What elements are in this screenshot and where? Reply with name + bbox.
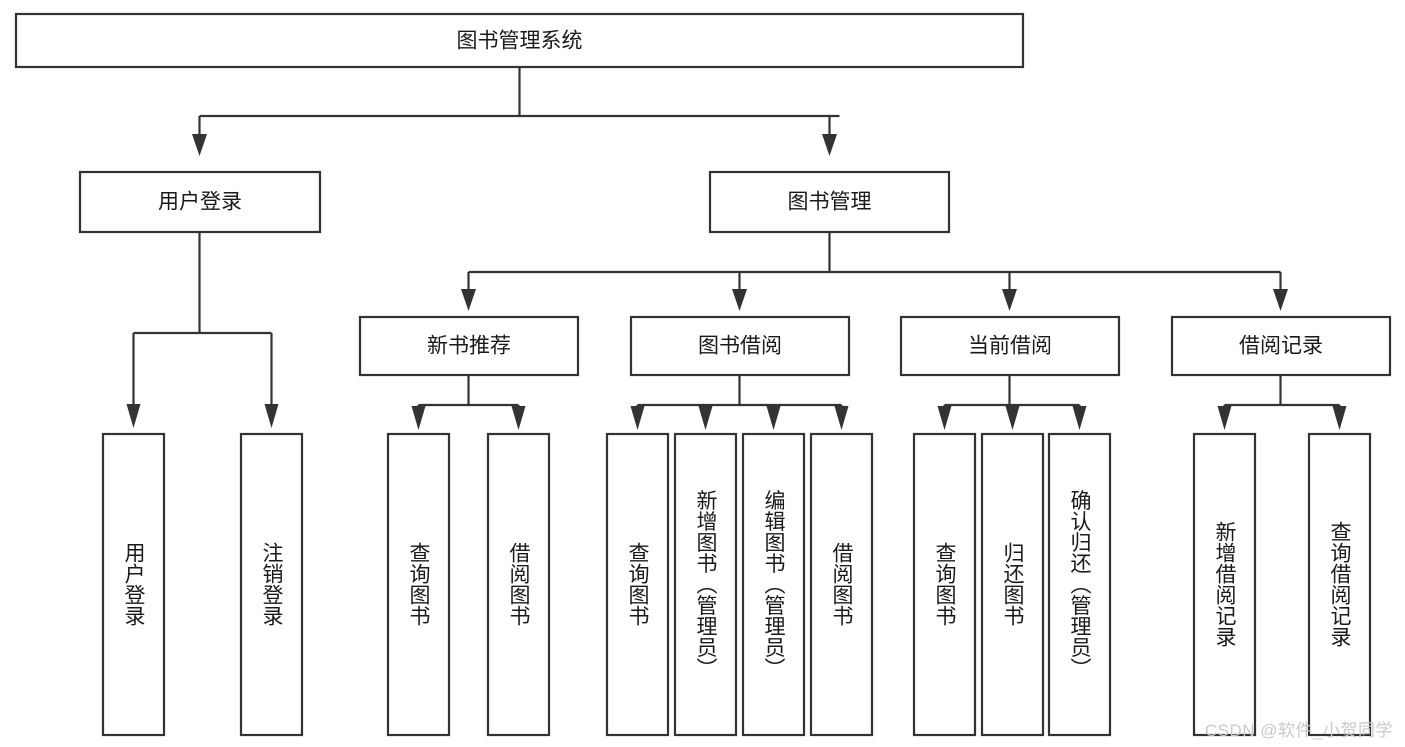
node-current-borrow[interactable]: 当前借阅 (899, 315, 1121, 377)
node-current-borrow-box[interactable] (899, 315, 1121, 377)
node-leaf-query-book-3[interactable]: 查询图书 (912, 432, 977, 737)
node-leaf-query-book-2-label: 查询图书 (626, 542, 650, 626)
node-root-box[interactable] (14, 12, 1025, 69)
arrow-head-user-login (192, 134, 207, 156)
node-user-login-box[interactable] (78, 170, 322, 234)
arrow-head-leaf-query-book-3 (937, 406, 952, 430)
arrow-head-leaf-query-book-1 (411, 406, 426, 430)
node-leaf-return-book[interactable]: 归还图书 (980, 432, 1045, 737)
node-leaf-user-logout-label: 注销登录 (260, 542, 284, 626)
arrow-head-leaf-add-book (698, 406, 713, 430)
node-leaf-query-book-3-box[interactable] (912, 432, 977, 737)
node-leaf-borrow-book-2-label: 借阅图书 (830, 542, 854, 626)
node-borrow-record[interactable]: 借阅记录 (1170, 315, 1392, 377)
connector-group-root (192, 67, 840, 156)
node-leaf-add-book-label: 新增图书（管理员） (694, 490, 718, 679)
arrow-head-leaf-user-login (126, 404, 141, 428)
node-leaf-query-book-1-label: 查询图书 (407, 542, 431, 626)
node-leaf-query-record[interactable]: 查询借阅记录 (1307, 432, 1372, 737)
connector-group-current-borrow (937, 375, 1087, 430)
node-new-book-recommend-label: 新书推荐 (427, 335, 511, 358)
node-book-borrow-label: 图书借阅 (698, 335, 782, 358)
node-leaf-edit-book[interactable]: 编辑图书（管理员） (741, 432, 806, 737)
node-book-borrow[interactable]: 图书借阅 (629, 315, 851, 377)
node-leaf-query-book-1-box[interactable] (386, 432, 451, 737)
node-book-borrow-box[interactable] (629, 315, 851, 377)
arrow-head-leaf-query-book-2 (630, 406, 645, 430)
node-leaf-query-book-2[interactable]: 查询图书 (605, 432, 670, 737)
node-leaf-confirm-return-label: 确认归还（管理员） (1068, 490, 1092, 679)
node-leaf-borrow-book-2-box[interactable] (809, 432, 874, 737)
arrow-head-leaf-query-record (1332, 406, 1347, 430)
node-current-borrow-label: 当前借阅 (968, 335, 1052, 358)
node-user-login-label: 用户登录 (158, 191, 242, 214)
node-leaf-edit-book-label: 编辑图书（管理员） (762, 490, 786, 679)
node-leaf-query-book-1[interactable]: 查询图书 (386, 432, 451, 737)
node-leaf-add-record-box[interactable] (1192, 432, 1257, 737)
node-book-manage-label: 图书管理 (788, 191, 872, 214)
node-borrow-record-label: 借阅记录 (1239, 335, 1323, 358)
node-book-manage-box[interactable] (708, 170, 951, 234)
node-leaf-borrow-book-2[interactable]: 借阅图书 (809, 432, 874, 737)
node-book-manage[interactable]: 图书管理 (708, 170, 951, 234)
node-leaf-query-book-2-box[interactable] (605, 432, 670, 737)
node-leaf-borrow-book-1[interactable]: 借阅图书 (486, 432, 551, 737)
arrow-head-leaf-user-logout (264, 404, 279, 428)
node-root-label: 图书管理系统 (457, 30, 583, 53)
arrow-head-leaf-add-record (1217, 406, 1232, 430)
connector-group-new-book-recommend (411, 375, 526, 430)
connector-group-book-manage (461, 232, 1288, 311)
arrow-head-book-manage (822, 134, 837, 156)
node-leaf-add-record-label: 新增借阅记录 (1213, 521, 1237, 647)
node-new-book-recommend-box[interactable] (358, 315, 580, 377)
arrow-head-leaf-borrow-book-1 (511, 406, 526, 430)
node-new-book-recommend[interactable]: 新书推荐 (358, 315, 580, 377)
node-leaf-confirm-return[interactable]: 确认归还（管理员） (1047, 432, 1112, 737)
arrow-head-leaf-confirm-return (1072, 406, 1087, 430)
node-root[interactable]: 图书管理系统 (14, 12, 1025, 69)
arrow-head-book-borrow (732, 289, 747, 311)
arrow-head-new-book-recommend (461, 289, 476, 311)
node-leaf-add-record[interactable]: 新增借阅记录 (1192, 432, 1257, 737)
arrow-head-leaf-edit-book (766, 406, 781, 430)
node-leaf-borrow-book-1-box[interactable] (486, 432, 551, 737)
node-leaf-add-book-box[interactable] (673, 432, 738, 737)
node-leaf-user-logout[interactable]: 注销登录 (239, 432, 304, 737)
node-leaf-return-book-label: 归还图书 (1001, 542, 1025, 626)
connector-group-borrow-record (1217, 375, 1347, 430)
node-borrow-record-box[interactable] (1170, 315, 1392, 377)
node-leaf-query-record-label: 查询借阅记录 (1328, 521, 1352, 647)
node-leaf-confirm-return-box[interactable] (1047, 432, 1112, 737)
node-leaf-user-login-label: 用户登录 (122, 542, 146, 626)
node-leaf-query-book-3-label: 查询图书 (933, 542, 957, 626)
node-leaf-user-login-box[interactable] (101, 432, 166, 737)
arrow-head-leaf-return-book (1005, 406, 1020, 430)
arrow-head-leaf-borrow-book-2 (834, 406, 849, 430)
node-user-login[interactable]: 用户登录 (78, 170, 322, 234)
node-leaf-user-login[interactable]: 用户登录 (101, 432, 166, 737)
node-leaf-user-logout-box[interactable] (239, 432, 304, 737)
connector-group-book-borrow (630, 375, 849, 430)
node-leaf-edit-book-box[interactable] (741, 432, 806, 737)
node-leaf-query-record-box[interactable] (1307, 432, 1372, 737)
arrow-head-borrow-record (1273, 289, 1288, 311)
node-leaf-borrow-book-1-label: 借阅图书 (507, 542, 531, 626)
node-leaf-add-book[interactable]: 新增图书（管理员） (673, 432, 738, 737)
node-leaf-return-book-box[interactable] (980, 432, 1045, 737)
connector-group-user-login (126, 232, 279, 428)
arrow-head-current-borrow (1002, 289, 1017, 311)
